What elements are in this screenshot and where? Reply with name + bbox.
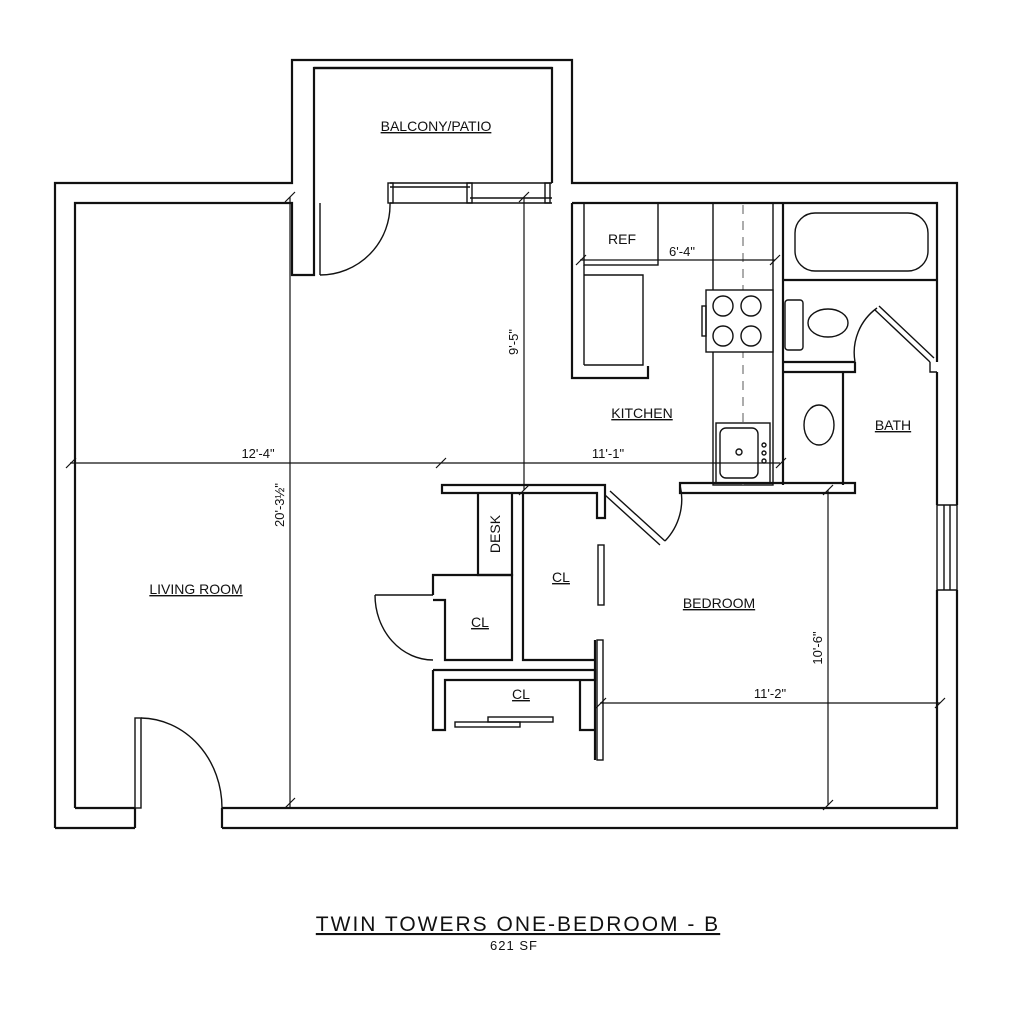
dim-kitchen-depth: 9'-5" (506, 329, 521, 355)
plan-area: 621 SF (490, 938, 538, 953)
plan-title: TWIN TOWERS ONE-BEDROOM - B (316, 913, 720, 936)
dimension-lines (65, 191, 946, 811)
bedroom-window (936, 504, 958, 591)
entry-door[interactable] (134, 717, 223, 809)
room-label-bedroom: BEDROOM (683, 595, 755, 611)
room-label-living: LIVING ROOM (149, 581, 242, 597)
balcony-door[interactable] (313, 202, 391, 276)
dim-kitchen-width: 11'-1" (592, 446, 625, 461)
label-closet: CL (471, 614, 489, 630)
bedroom-door[interactable] (604, 484, 683, 546)
bath-fixtures (678, 203, 937, 495)
room-label-bath: BATH (875, 417, 911, 433)
bathtub (794, 212, 929, 272)
kitchen-fixtures (570, 202, 774, 486)
exterior-walls (53, 58, 959, 830)
room-label-balcony: BALCONY/PATIO (381, 118, 492, 134)
dim-living-width: 12'-4" (241, 446, 275, 461)
bath-door (853, 305, 935, 363)
refrigerator (583, 202, 659, 266)
vanity-sink (803, 404, 835, 446)
kitchen-sink (715, 422, 771, 484)
label-ref: REF (608, 231, 636, 247)
dim-bedroom-width: 11'-2" (754, 686, 787, 701)
label-closet: CL (512, 686, 530, 702)
label-desk: DESK (487, 514, 503, 553)
label-closet: CL (552, 569, 570, 585)
closet-doors[interactable] (374, 544, 605, 761)
room-label-kitchen: KITCHEN (611, 405, 672, 421)
toilet-tank (784, 299, 804, 351)
interior-walls (431, 483, 607, 760)
stove (701, 289, 774, 353)
dim-bedroom-depth: 10'-6" (810, 631, 825, 665)
toilet (807, 308, 849, 338)
dim-kitchen-counter: 6'-4" (669, 244, 695, 259)
dim-overall-depth: 20'-3½" (272, 483, 287, 527)
